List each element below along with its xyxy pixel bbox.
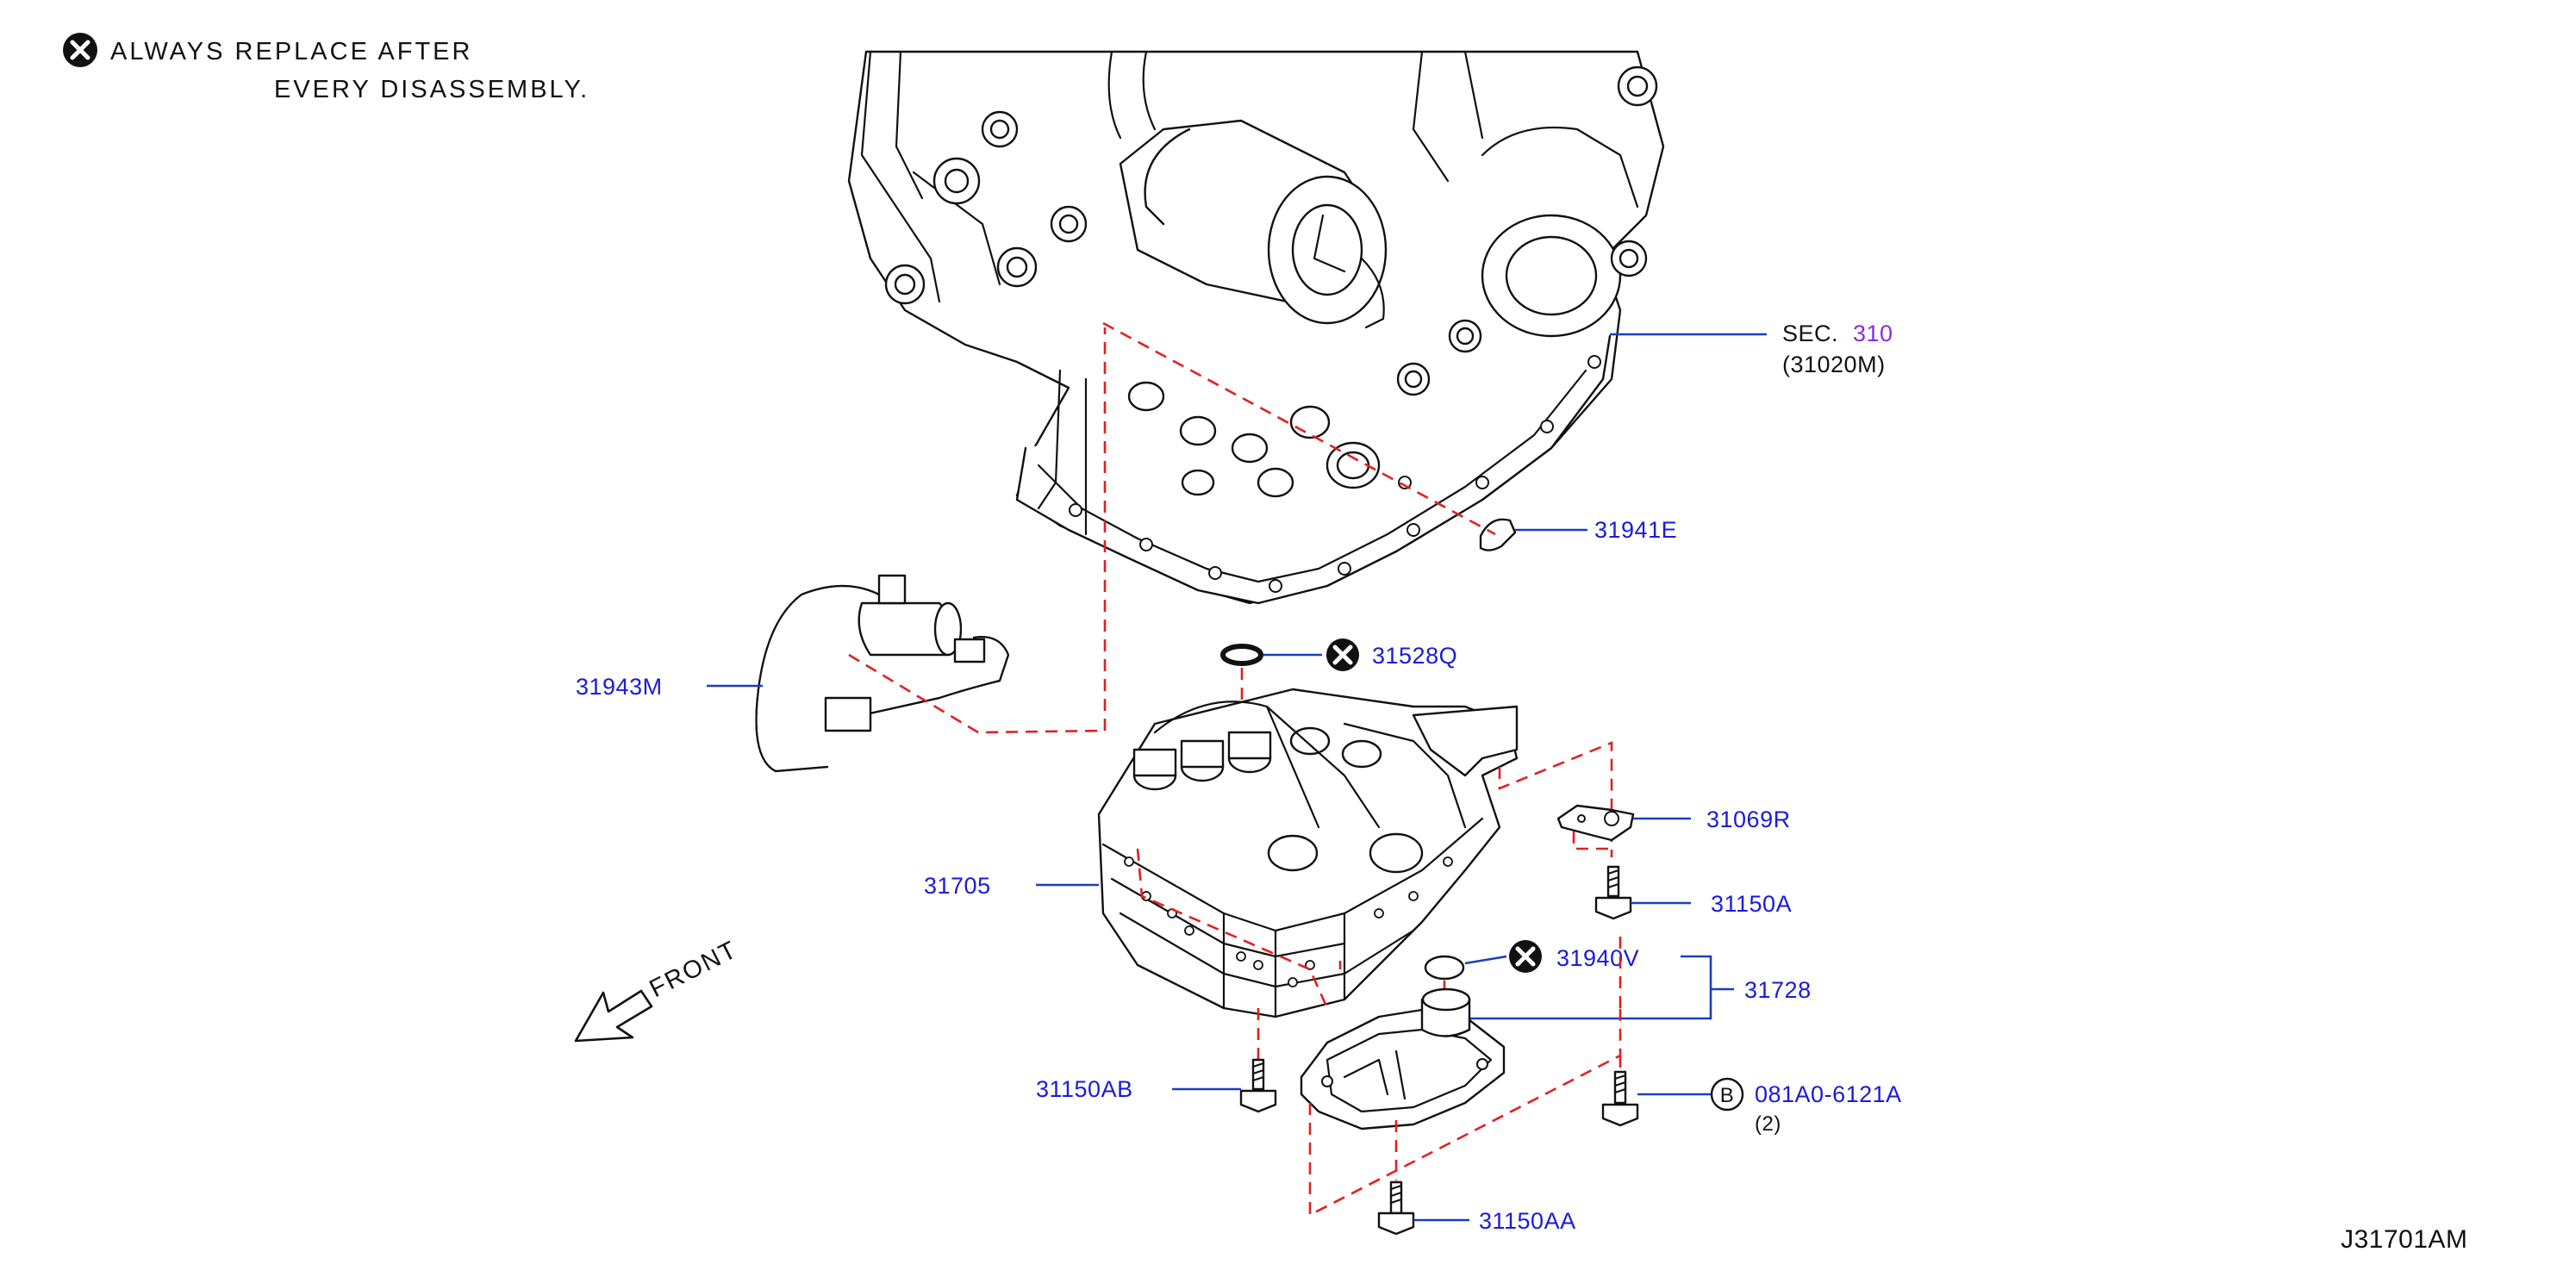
strainer-31728: [1300, 987, 1506, 1130]
clip-31941e: [1479, 518, 1517, 551]
label-31943m: 31943M: [576, 674, 663, 700]
badge-b: [1710, 1077, 1744, 1112]
label-31069r: 31069R: [1706, 807, 1791, 832]
label-31150ab: 31150AB: [1036, 1076, 1133, 1102]
front-arrow: FRONT: [574, 936, 742, 1043]
label-31940v: 31940V: [1556, 945, 1639, 971]
bolt-31150a: [1594, 865, 1632, 920]
label-31705: 31705: [924, 873, 991, 899]
replace-note: ALWAYS REPLACE AFTER EVERY DISASSEMBLY.: [63, 33, 589, 103]
badge-b-letter: B: [1720, 1084, 1735, 1107]
bracket-31069r: [1556, 804, 1635, 842]
harness-31943m: [755, 574, 1010, 773]
label-081a0-6121a: 081A0-6121A: [1755, 1081, 1902, 1107]
sec-prefix: SEC.: [1782, 321, 1838, 346]
label-31941e: 31941E: [1594, 517, 1677, 543]
seal-31940v: [1424, 955, 1465, 981]
bolt-31150aa: [1377, 1180, 1415, 1236]
front-label: FRONT: [646, 936, 742, 1003]
label-31150a: 31150A: [1711, 891, 1792, 917]
oring-31528q: [1220, 644, 1263, 666]
note-line-1: ALWAYS REPLACE AFTER: [110, 38, 472, 65]
bolt-081a0-6121a: [1601, 1070, 1639, 1127]
transmission-case: [847, 50, 1665, 605]
label-31150aa: 31150AA: [1479, 1208, 1576, 1234]
sec-subpart: (31020M): [1782, 352, 1886, 377]
bolt-31150ab: [1239, 1058, 1277, 1113]
note-line-2: EVERY DISASSEMBLY.: [274, 76, 589, 103]
diagram-id: J31701AM: [2341, 1225, 2467, 1254]
label-31528q: 31528Q: [1372, 643, 1457, 669]
control-valve-31705: [1097, 688, 1519, 1018]
qty-081a0: (2): [1755, 1112, 1781, 1136]
sec-number: 310: [1853, 321, 1893, 346]
label-31728: 31728: [1744, 977, 1812, 1003]
